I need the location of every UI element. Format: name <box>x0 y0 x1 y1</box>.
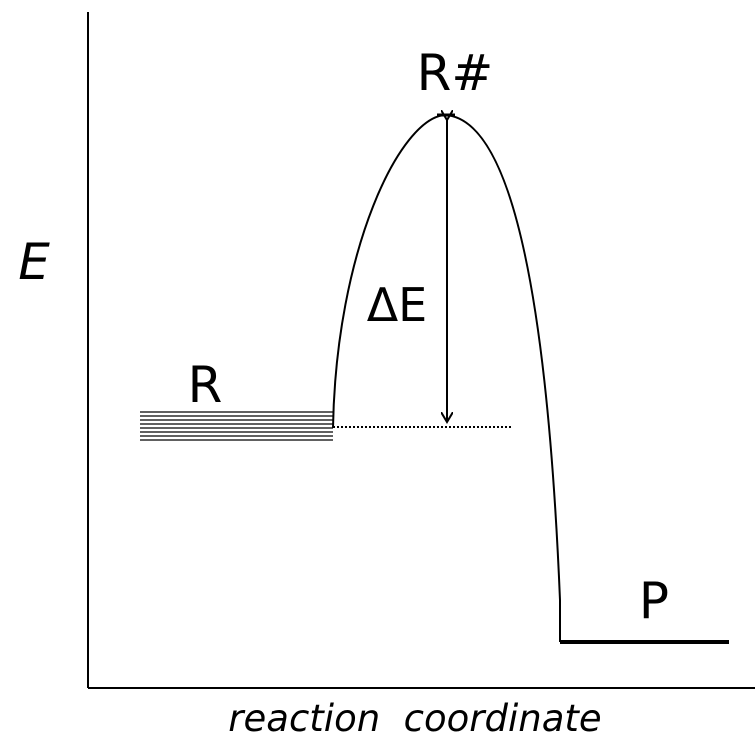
reactant-label: R <box>188 356 223 414</box>
transition-state-label: R# <box>417 44 494 102</box>
activation-energy-label: ΔE <box>367 278 428 332</box>
product-label: P <box>639 572 669 630</box>
energy-barrier-curve <box>332 113 561 642</box>
x-axis-label: reaction coordinate <box>228 697 601 736</box>
y-axis-label: E <box>18 233 50 291</box>
reactant-level <box>140 411 333 441</box>
